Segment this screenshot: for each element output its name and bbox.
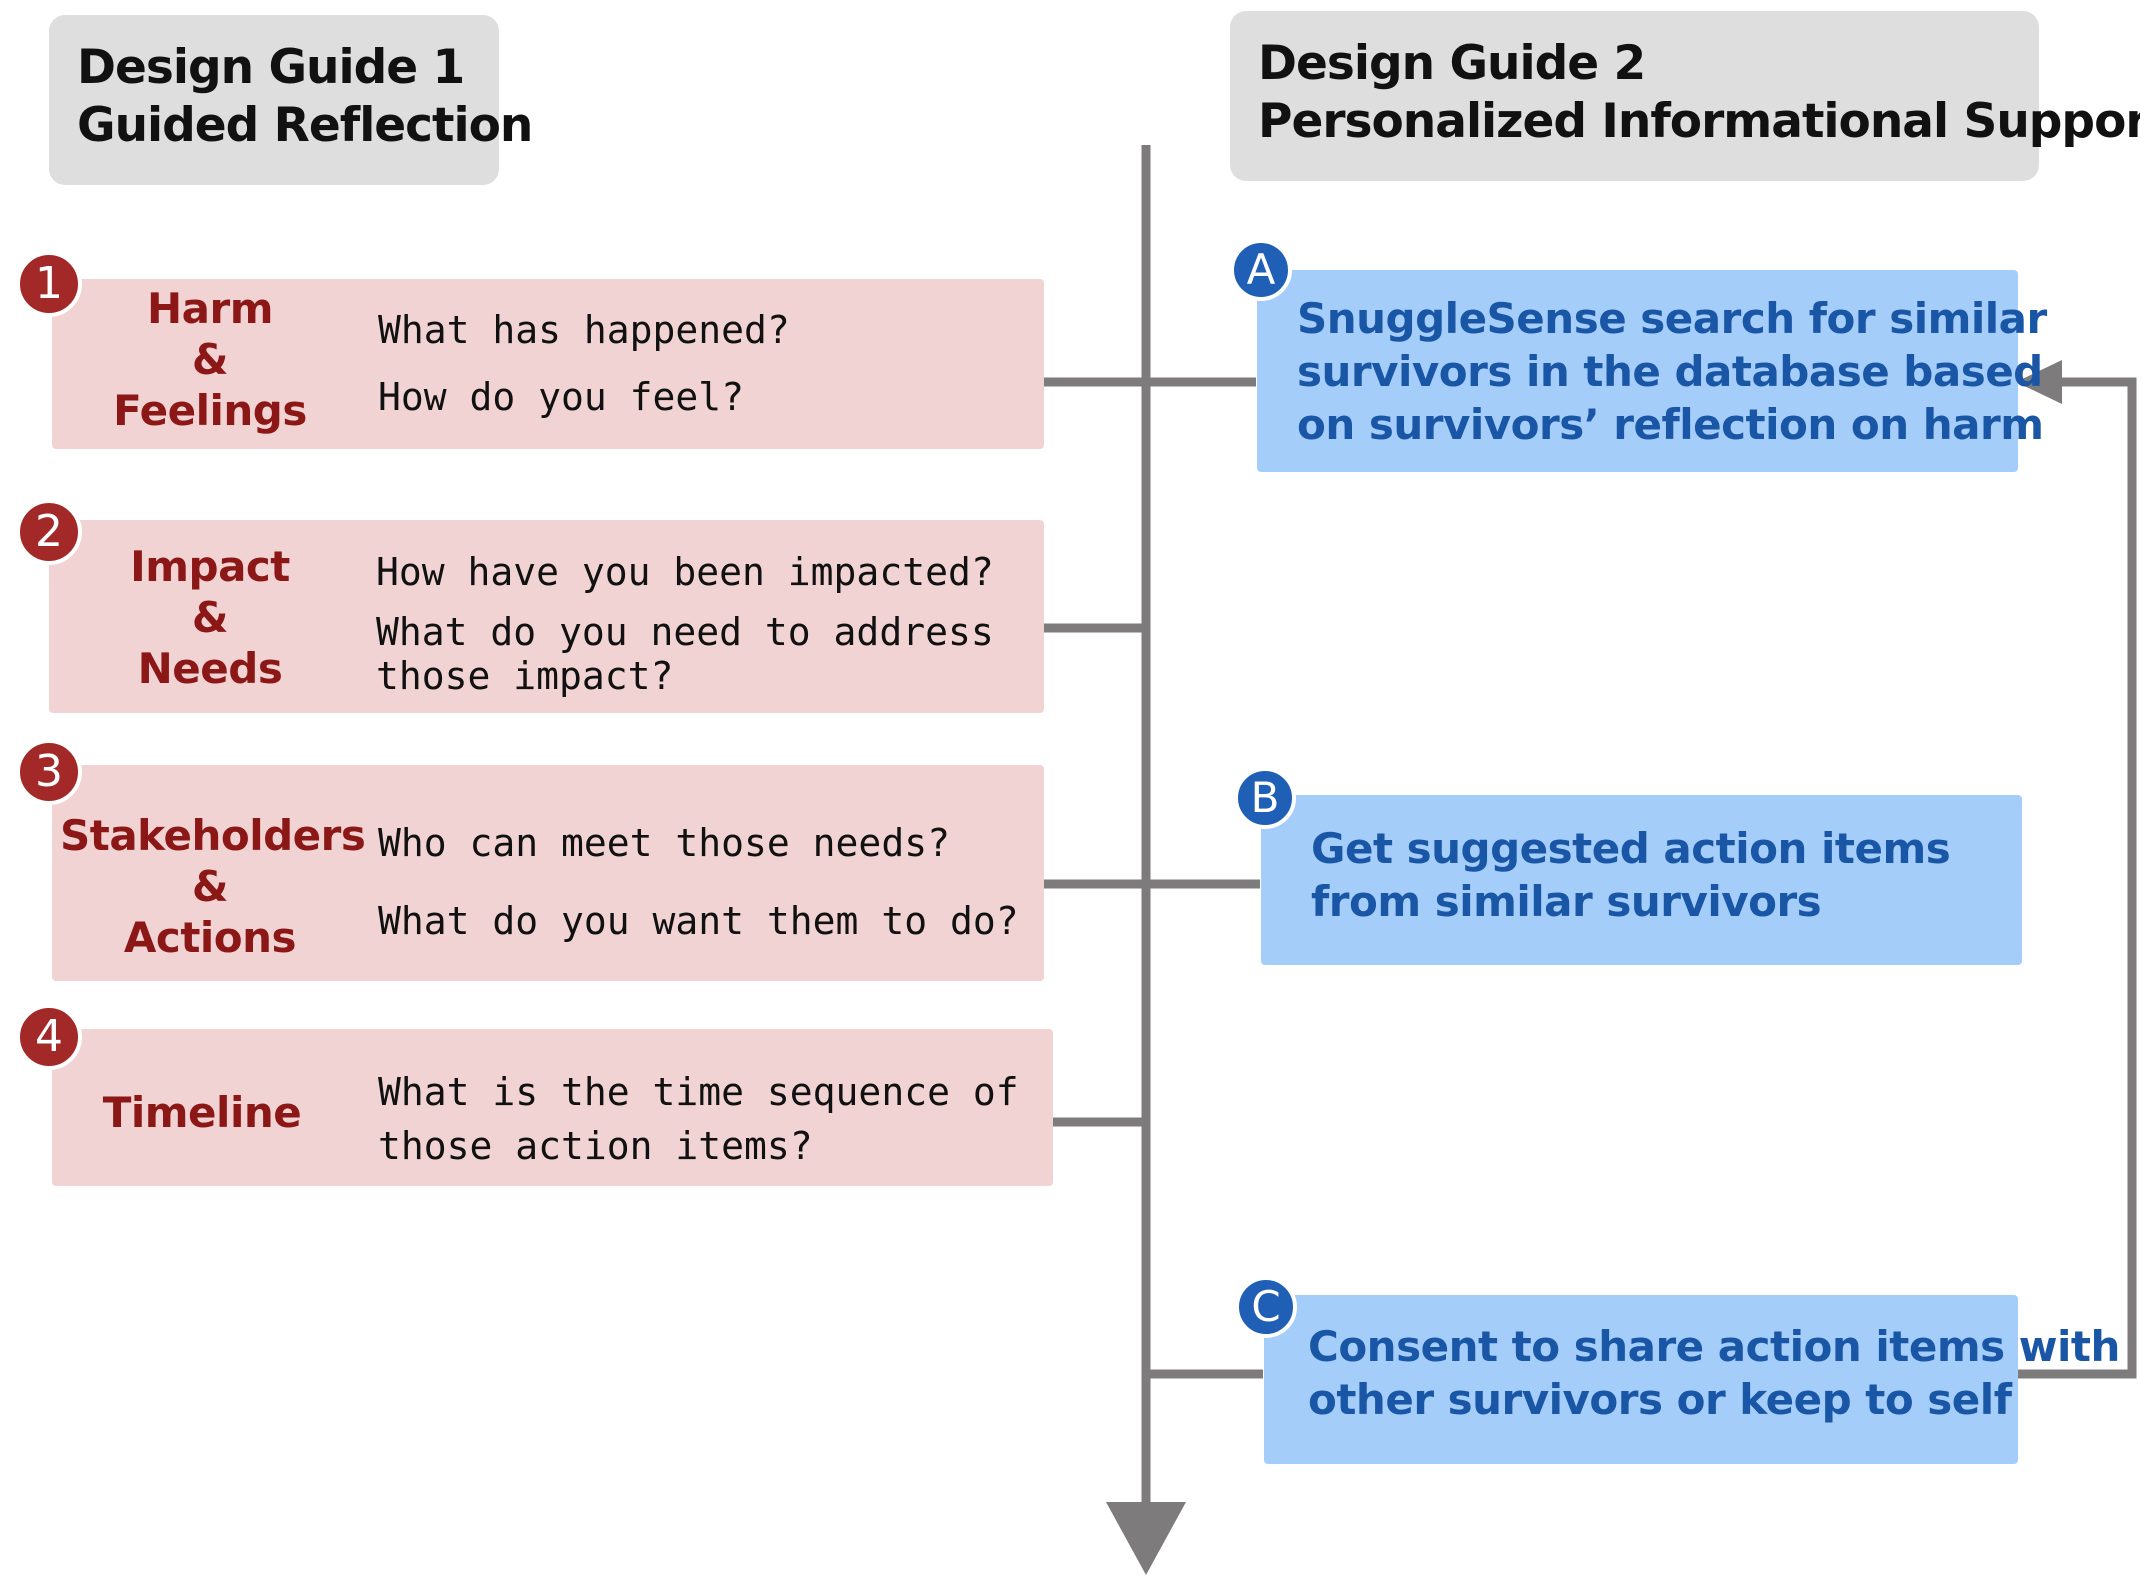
design-guide-2-subtitle: Personalized Informational Support (1258, 94, 2140, 149)
step-question: How have you been impacted? (376, 550, 994, 594)
step-question: those impact? (376, 654, 674, 698)
support-card-suggested-actions: Get suggested action items from similar … (1261, 795, 2022, 965)
step-label-timeline: Timeline (102, 1088, 302, 1137)
step-question: Who can meet those needs? (378, 821, 950, 865)
design-guide-2-header: Design Guide 2 Personalized Informationa… (1230, 11, 2140, 181)
support-badge-b: B (1234, 767, 1296, 829)
feedback-arrowhead (2016, 360, 2062, 404)
step-question: What do you want them to do? (378, 899, 1019, 943)
design-guide-2-title: Design Guide 2 (1258, 36, 1646, 91)
step-label-impact-needs: Impact & Needs (130, 542, 290, 693)
step-question: What do you need to address (376, 610, 994, 654)
step-card-stakeholders-actions (52, 765, 1044, 981)
design-guide-1-header: Design Guide 1 Guided Reflection (49, 15, 533, 185)
step-question: those action items? (378, 1124, 813, 1168)
step-card-harm-feelings (52, 279, 1044, 449)
step-label-harm-feelings: Harm & Feelings (113, 284, 307, 435)
step-badge-2: 2 (16, 499, 82, 565)
step-question: What has happened? (378, 308, 790, 352)
support-card-search: SnuggleSense search for similar survivor… (1257, 270, 2047, 472)
step-label-stakeholders-actions: Stakeholders & Actions (60, 811, 366, 962)
support-badge-a: A (1230, 239, 1292, 301)
step-card-impact-needs (49, 520, 1044, 713)
design-guide-1-subtitle: Guided Reflection (77, 98, 533, 153)
step-badge-3: 3 (16, 739, 82, 805)
timeline-arrowhead (1106, 1502, 1186, 1575)
design-guide-1-title: Design Guide 1 (77, 40, 465, 95)
step-card-timeline (52, 1029, 1053, 1186)
step-badge-4: 4 (16, 1004, 82, 1070)
support-badge-c: C (1235, 1276, 1297, 1338)
step-question: How do you feel? (378, 375, 745, 419)
step-badge-1: 1 (16, 251, 82, 317)
feedback-loop-line (2016, 377, 2137, 1379)
support-card-consent: Consent to share action items with other… (1264, 1295, 2120, 1464)
step-question: What is the time sequence of (378, 1070, 1019, 1114)
